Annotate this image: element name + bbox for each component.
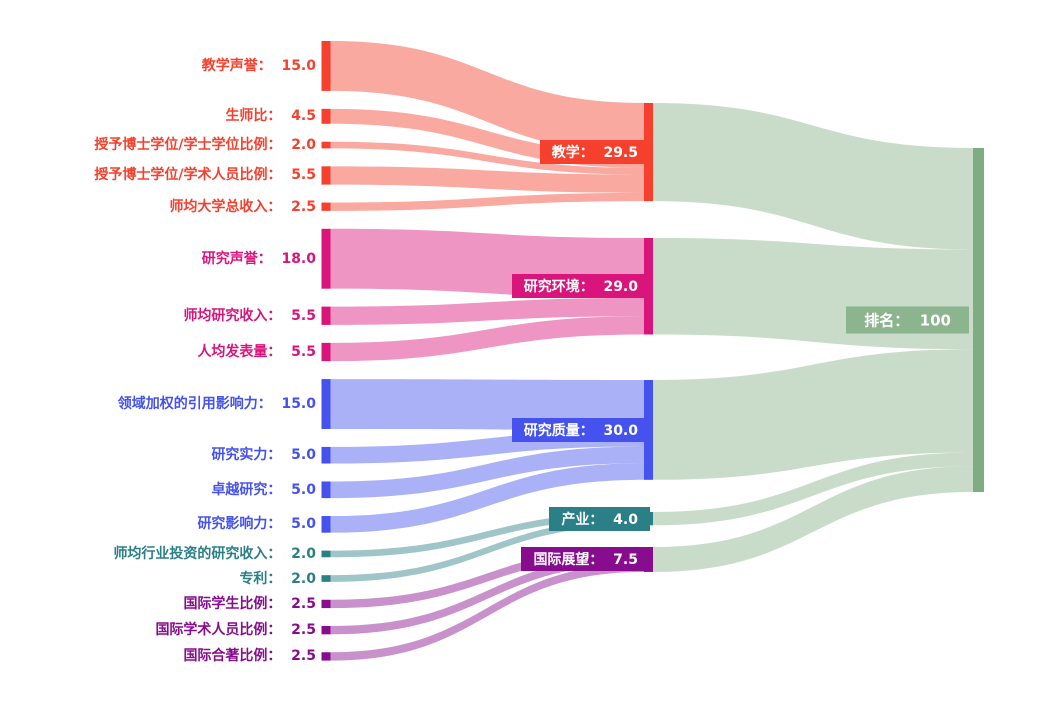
- source-node-label-6: 师均研究收入： 5.5: [183, 307, 316, 324]
- sankey-link-research_env-7[interactable]: [330, 316, 645, 362]
- source-node-bar-13[interactable]: [321, 575, 331, 582]
- sankey-link-research_env-6[interactable]: [330, 297, 645, 325]
- sankey-link-industry-12[interactable]: [330, 512, 645, 558]
- source-node-label-13: 专利： 2.0: [239, 570, 316, 587]
- source-node-label-7: 人均发表量： 5.5: [197, 343, 316, 360]
- source-node-bar-2[interactable]: [321, 141, 331, 149]
- source-node-bar-6[interactable]: [321, 306, 331, 325]
- sankey-link-teaching-4[interactable]: [330, 192, 645, 211]
- source-node-label-9: 研究实力： 5.0: [211, 447, 316, 464]
- rank-node-label: 排名： 100: [846, 306, 969, 334]
- source-node-bar-1[interactable]: [321, 108, 331, 124]
- source-node-label-15: 国际学术人员比例： 2.5: [155, 622, 316, 639]
- source-node-label-0: 教学声誉： 15.0: [201, 57, 316, 74]
- source-node-bar-11[interactable]: [321, 516, 331, 533]
- category-node-label-teaching: 教学： 29.5: [539, 140, 650, 165]
- rank-node-bar[interactable]: [973, 148, 984, 492]
- source-node-label-2: 授予博士学位/学士学位比例： 2.0: [94, 137, 316, 154]
- source-node-bar-4[interactable]: [321, 202, 331, 211]
- sankey-link-research_quality-11[interactable]: [330, 463, 645, 533]
- source-node-bar-5[interactable]: [321, 228, 331, 289]
- sankey-link-teaching-2[interactable]: [330, 141, 645, 175]
- sankey-link-teaching-rank[interactable]: [653, 103, 973, 250]
- sankey-link-industry-13[interactable]: [330, 518, 645, 582]
- sankey-link-international-14[interactable]: [330, 547, 645, 609]
- source-node-bar-12[interactable]: [321, 550, 331, 558]
- category-node-label-industry: 产业： 4.0: [549, 506, 650, 531]
- source-node-label-4: 师均大学总收入： 2.5: [169, 198, 316, 215]
- source-node-bar-14[interactable]: [321, 599, 331, 609]
- sankey-link-teaching-0[interactable]: [330, 41, 645, 153]
- sankey-link-international-rank[interactable]: [653, 466, 973, 572]
- source-node-label-14: 国际学生比例： 2.5: [183, 595, 316, 612]
- sankey-link-teaching-3[interactable]: [330, 166, 645, 193]
- source-node-label-1: 生师比： 4.5: [225, 108, 316, 125]
- source-node-label-10: 卓越研究： 5.0: [211, 481, 316, 498]
- source-node-label-5: 研究声誉： 18.0: [201, 250, 316, 267]
- source-node-label-8: 领域加权的引用影响力： 15.0: [117, 395, 316, 412]
- sankey-link-research_quality-10[interactable]: [330, 446, 645, 499]
- source-node-label-16: 国际合著比例： 2.5: [183, 648, 316, 665]
- source-node-label-3: 授予博士学位/学术人员比例： 5.5: [94, 167, 316, 184]
- source-node-bar-7[interactable]: [321, 342, 331, 362]
- sankey-link-research_quality-rank[interactable]: [653, 349, 973, 480]
- source-node-label-11: 研究影响力： 5.0: [197, 516, 316, 533]
- sankey-link-industry-rank[interactable]: [653, 452, 973, 526]
- sankey-link-research_quality-8[interactable]: [330, 379, 645, 430]
- source-node-bar-16[interactable]: [321, 652, 331, 661]
- source-node-bar-9[interactable]: [321, 446, 331, 464]
- source-node-bar-0[interactable]: [321, 41, 331, 91]
- source-node-bar-10[interactable]: [321, 481, 331, 499]
- category-node-label-research_quality: 研究质量： 30.0: [511, 417, 650, 442]
- source-node-label-12: 师均行业投资的研究收入： 2.0: [113, 545, 316, 562]
- sankey-link-international-15[interactable]: [330, 555, 645, 635]
- category-node-label-international: 国际展望： 7.5: [521, 547, 650, 572]
- source-node-bar-8[interactable]: [321, 379, 331, 429]
- sankey-link-international-16[interactable]: [330, 563, 645, 661]
- source-node-bar-15[interactable]: [321, 626, 331, 635]
- source-node-bar-3[interactable]: [321, 166, 331, 185]
- category-node-label-research_env: 研究环境： 29.0: [511, 274, 650, 299]
